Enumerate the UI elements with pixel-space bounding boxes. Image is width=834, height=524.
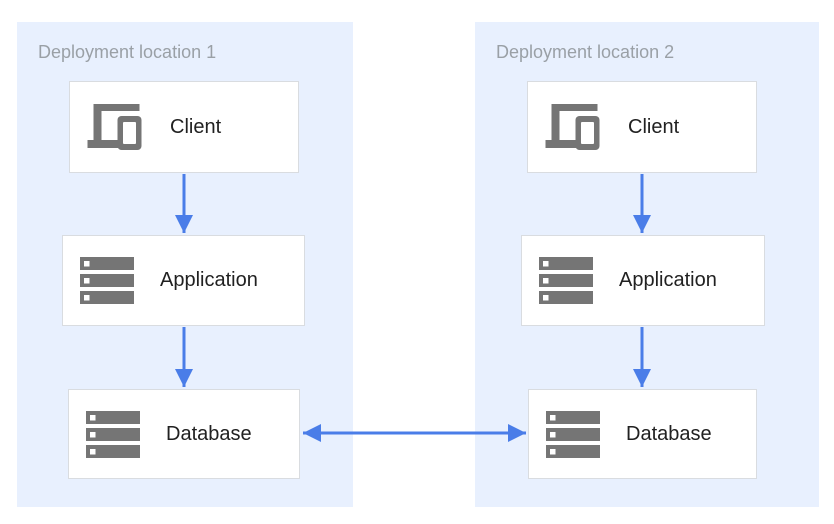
devices-icon: [87, 104, 144, 150]
server-stack-icon: [546, 410, 600, 458]
node-label: Application: [619, 269, 717, 291]
region-title: Deployment location 2: [496, 42, 675, 62]
node-label: Database: [166, 422, 252, 445]
server-stack-icon: [539, 257, 593, 304]
devices-icon: [545, 104, 602, 150]
node-label: Client: [170, 115, 222, 138]
node-database-2: Database: [528, 389, 757, 479]
node-database-1: Database: [68, 389, 300, 479]
region-title: Deployment location 1: [38, 42, 217, 62]
node-application-1: Application: [62, 235, 305, 326]
node-application-2: Application: [521, 235, 765, 326]
node-client-2: Client: [527, 81, 757, 173]
node-label: Database: [626, 422, 712, 445]
node-client-1: Client: [69, 81, 299, 173]
server-stack-icon: [80, 257, 134, 304]
node-label: Client: [628, 115, 680, 138]
server-stack-icon: [86, 410, 140, 458]
node-label: Application: [160, 269, 258, 291]
